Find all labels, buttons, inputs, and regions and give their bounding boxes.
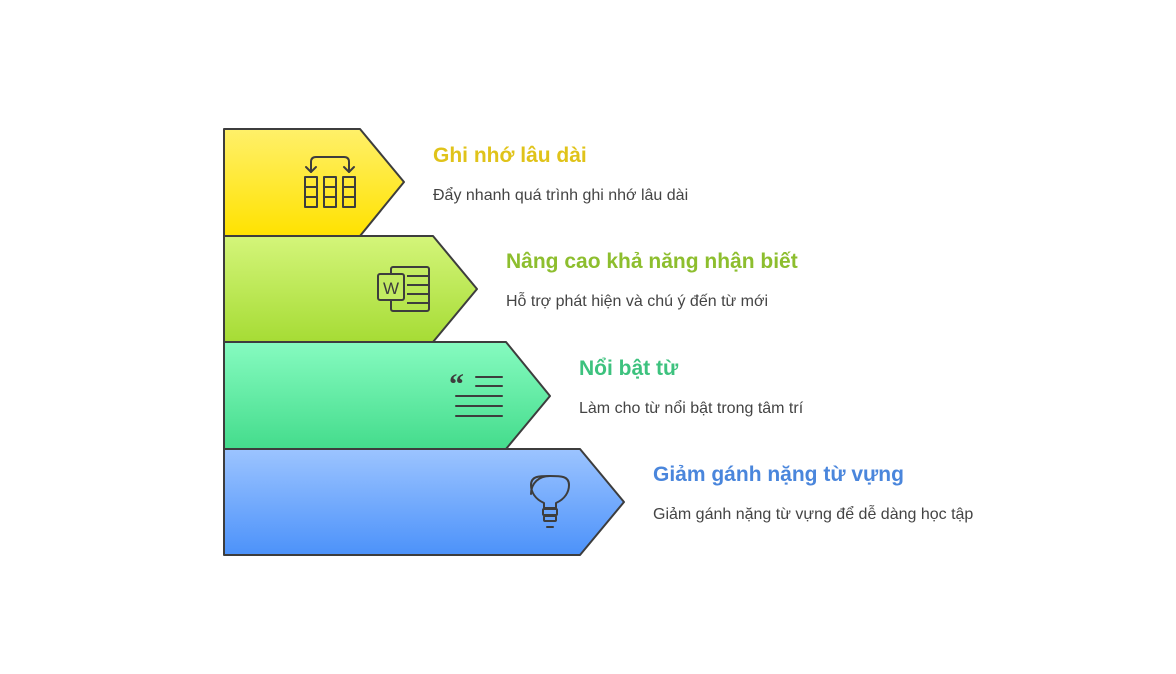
lightbulb-icon — [530, 475, 570, 528]
arrow-shape-nang-cao — [223, 235, 478, 343]
item-description-ghi-nho: Đẩy nhanh quá trình ghi nhớ lâu dài — [433, 187, 689, 204]
spaced-repetition-grid-icon — [304, 156, 356, 208]
arrow-shape-giam-ganh — [223, 448, 625, 556]
item-title-giam-ganh: Giảm gánh nặng từ vựng — [653, 463, 904, 486]
item-description-giam-ganh: Giảm gánh nặng từ vựng để dễ dàng học tậ… — [653, 506, 974, 523]
item-title-ghi-nho: Ghi nhớ lâu dài — [433, 144, 587, 167]
svg-text:“: “ — [449, 368, 464, 401]
item-description-nang-cao: Hỗ trợ phát hiện và chú ý đến từ mới — [506, 293, 769, 310]
svg-text:W: W — [383, 279, 399, 298]
arrow-shape-ghi-nho — [223, 128, 405, 237]
arrow-shape-noi-bat — [223, 341, 551, 450]
item-title-noi-bat: Nổi bật từ — [579, 357, 679, 380]
quote-text-icon: “ — [449, 368, 503, 417]
item-description-noi-bat: Làm cho từ nổi bật trong tâm trí — [579, 400, 804, 417]
word-document-icon: W — [377, 266, 430, 312]
item-title-nang-cao: Nâng cao khả năng nhận biết — [506, 250, 798, 273]
